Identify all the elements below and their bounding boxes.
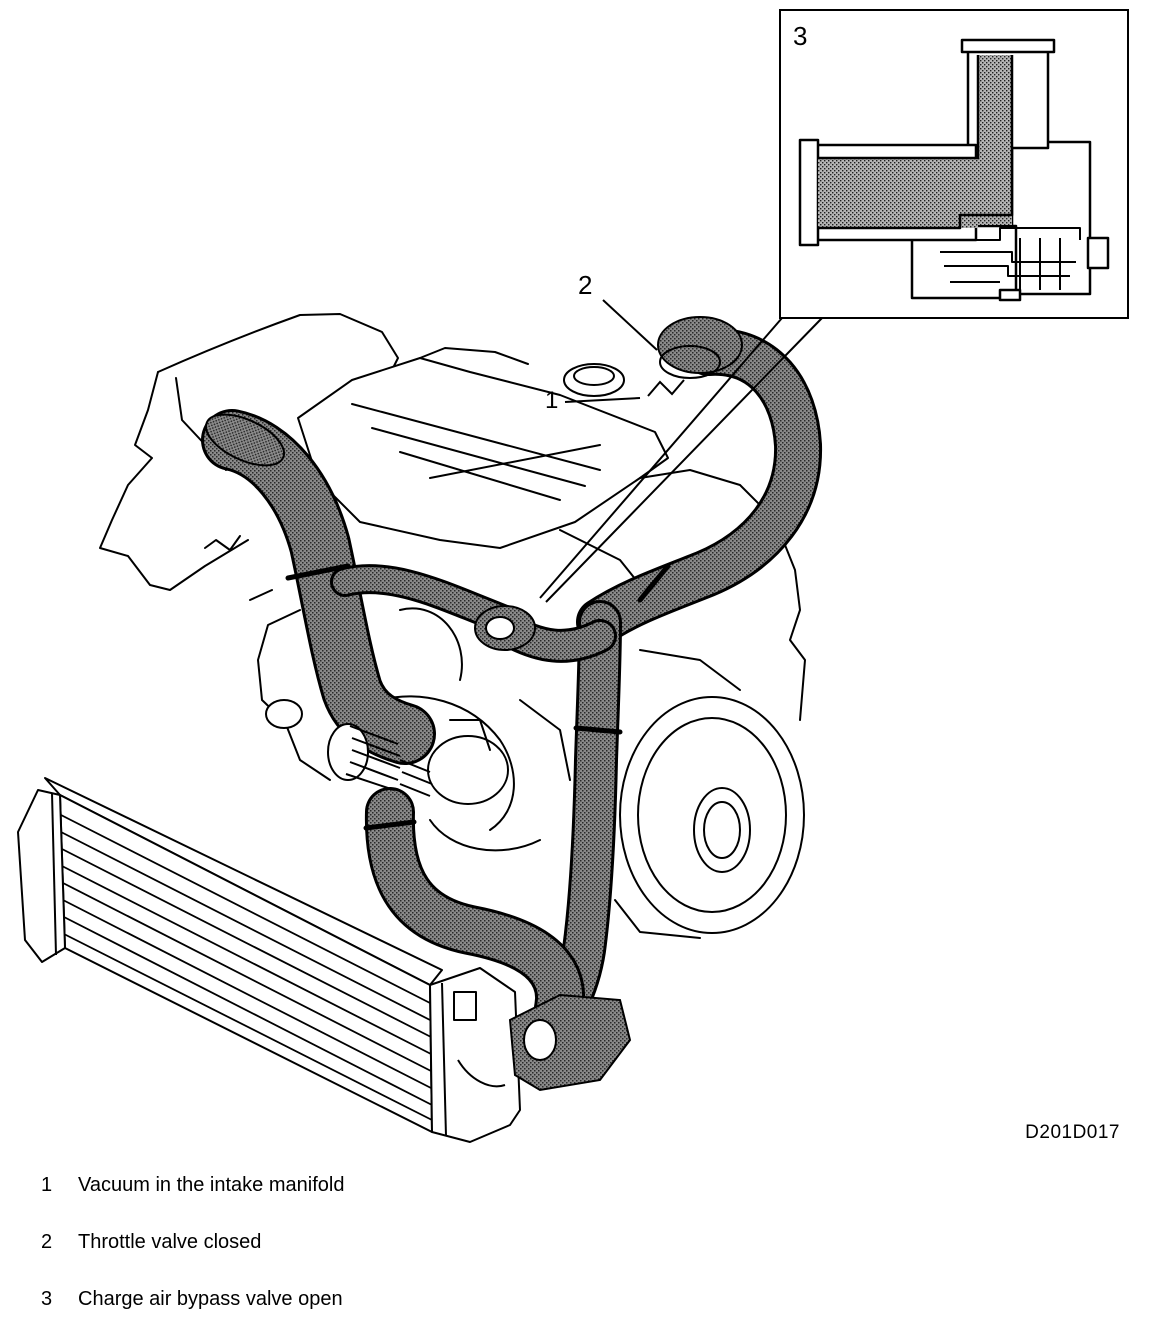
throttle-body-ring	[659, 345, 721, 379]
intercooler-right-tank	[429, 967, 521, 1143]
hose-clamp	[573, 725, 623, 735]
pulley-hub-center	[703, 801, 741, 859]
crankshaft-pulley	[619, 696, 805, 934]
outlet-clamp	[523, 1019, 557, 1061]
hose-clamp	[363, 819, 417, 831]
inset-leader-line	[545, 317, 823, 603]
oil-filler-cap	[563, 363, 625, 397]
legend-item: 3 Charge air bypass valve open	[0, 1288, 1152, 1314]
intercooler-fin	[63, 933, 433, 1121]
hose-clamp	[637, 563, 671, 603]
engine-block-right	[639, 469, 806, 721]
hose-clamp	[285, 563, 351, 581]
legend-text: Throttle valve closed	[78, 1231, 262, 1253]
engine-top-line	[419, 347, 529, 365]
valve-cover-rib	[351, 403, 601, 471]
intercooler-left-tank	[17, 789, 66, 963]
engine-block-line	[249, 589, 273, 601]
valve-cover-rib	[371, 427, 586, 487]
hose-components	[205, 316, 743, 1092]
intercooler-fin	[61, 848, 432, 1038]
valve-inlet-passage	[818, 158, 978, 228]
valve-base	[998, 288, 1022, 302]
exhaust-line	[519, 699, 571, 781]
figure-code: D201D017	[1025, 1122, 1120, 1143]
callout-3: 3	[793, 21, 807, 51]
valve-diaphragm	[930, 227, 1081, 241]
intercooler	[17, 777, 521, 1143]
legend-item: 2 Throttle valve closed	[0, 1231, 1152, 1257]
intercooler-outlet-connector	[508, 993, 632, 1092]
legend-number: 3	[41, 1288, 53, 1310]
callout-1: 1	[545, 387, 558, 414]
valve-cover	[297, 357, 669, 549]
valve-cover-rib	[399, 451, 561, 501]
intercooler-tank-detail	[457, 1059, 506, 1088]
valve-side-port	[1086, 236, 1110, 270]
air-mass-meter-ribs	[399, 759, 433, 797]
engine-outline	[99, 313, 806, 939]
intercooler-fin	[60, 814, 431, 1004]
exhaust-line	[429, 819, 541, 852]
intercooler-fins	[60, 814, 433, 1121]
engine-block-line	[639, 649, 741, 691]
callout-2: 2	[578, 270, 592, 300]
oil-filler-cap-inner	[573, 366, 615, 386]
valve-outlet-passage	[978, 55, 1012, 225]
callout-1-leader	[564, 397, 641, 403]
valve-cover-rib	[429, 444, 601, 479]
pulley-outer	[619, 696, 805, 934]
valve-housing	[1010, 140, 1092, 296]
legend-number: 2	[41, 1231, 53, 1253]
valve-inlet-flange	[798, 138, 820, 247]
legend-item: 1 Vacuum in the intake manifold	[0, 1174, 1152, 1200]
intercooler-fin	[62, 899, 432, 1089]
air-mass-meter-ribs	[345, 725, 401, 791]
valve-spring	[1019, 238, 1061, 290]
callout-leaders	[539, 299, 823, 603]
intercooler-right-tank-edge	[441, 982, 447, 1137]
valve-passage-edge	[818, 55, 980, 160]
detail-inset: 3	[779, 9, 1129, 319]
bracket-line	[204, 535, 241, 551]
turbocharger	[427, 735, 509, 805]
callout-2-leader	[602, 299, 658, 351]
turbo-housing-line	[379, 695, 515, 831]
legend-text: Vacuum in the intake manifold	[78, 1174, 345, 1196]
bypass-return-pipe	[333, 567, 527, 636]
intake-manifold-neck	[647, 379, 685, 397]
throttle-body	[657, 316, 743, 374]
air-mass-meter	[327, 723, 369, 781]
air-filter-box-top	[157, 313, 399, 379]
intercooler-fin	[63, 916, 433, 1106]
engine-block-lower	[614, 899, 701, 939]
air-filter-flange	[205, 413, 285, 467]
intake-hose	[204, 412, 433, 762]
bracket-line	[449, 719, 491, 751]
intercooler-sensor	[453, 991, 477, 1021]
pulley-inner	[637, 717, 787, 913]
air-filter-box-side	[99, 371, 249, 591]
bypass-valve-port	[485, 616, 515, 640]
intercooler-fin	[62, 882, 432, 1072]
pulley-hub	[693, 787, 751, 873]
valve-passage-edge	[818, 55, 1014, 230]
turbo-housing-line	[399, 607, 463, 681]
intercooler-fin	[61, 865, 432, 1055]
crankcase-left	[257, 609, 331, 781]
throttle-hose	[579, 330, 820, 643]
legend-number: 1	[41, 1174, 53, 1196]
intercooler-fin	[60, 831, 431, 1021]
valve-cross-section	[798, 38, 1110, 302]
intercooler-left-tank-edge	[51, 792, 57, 956]
pipe-stub	[265, 699, 303, 729]
engine-diagram: 2 1 3	[17, 9, 1129, 1143]
legend-text: Charge air bypass valve open	[78, 1288, 343, 1310]
inset-leader-line	[539, 317, 783, 599]
valve-outlet-flange	[960, 38, 1056, 54]
